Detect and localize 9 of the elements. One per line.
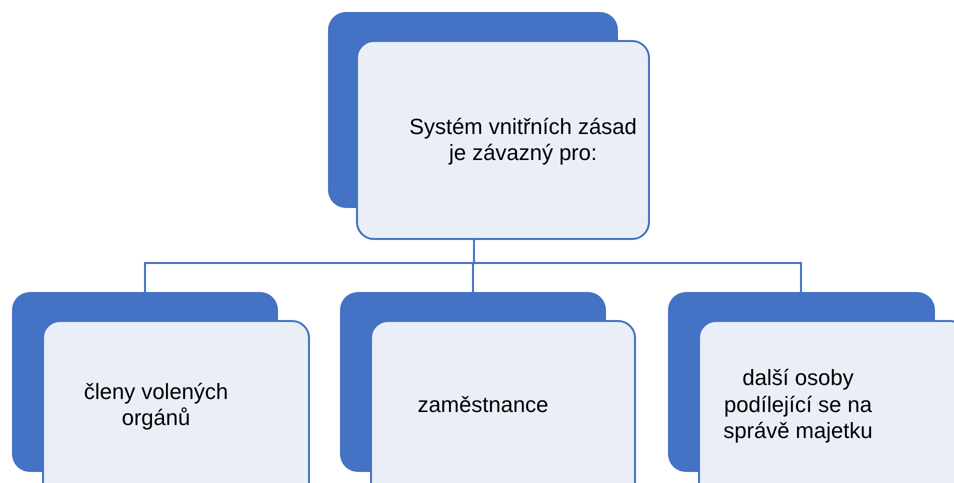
process-box	[668, 292, 954, 483]
process-box	[12, 292, 310, 483]
node-text: další osoby podílející se na správě majetku	[722, 365, 874, 445]
process-box	[328, 12, 650, 240]
connector-line	[473, 240, 802, 292]
node-text: zaměstnance	[416, 392, 550, 418]
node-text: členy volených orgánů	[82, 378, 230, 432]
node-text: Systém vnitřních zásad je závazný pro:	[408, 114, 638, 166]
process-box	[340, 292, 636, 483]
